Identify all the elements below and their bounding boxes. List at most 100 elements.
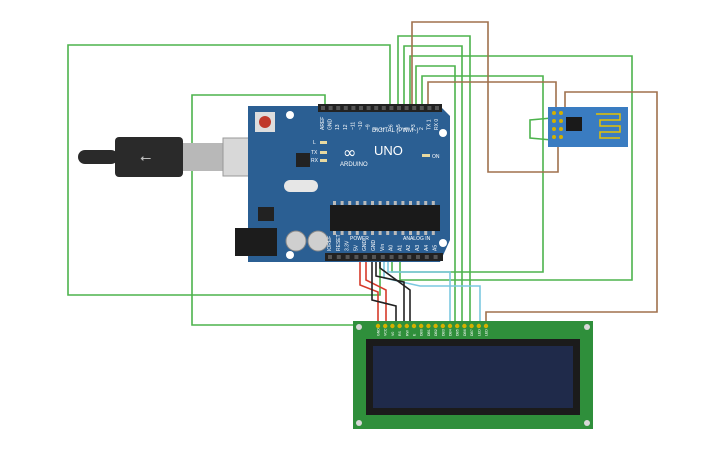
lcd-pin[interactable] [404, 323, 409, 329]
esp-pin[interactable] [552, 127, 556, 131]
usb-cable[interactable]: ⭠ [78, 137, 266, 177]
wire-black-3[interactable] [379, 262, 411, 325]
header-pin[interactable] [336, 255, 341, 259]
header-pin[interactable] [397, 106, 401, 110]
lcd-pin[interactable] [375, 323, 381, 329]
lcd-pin-label: DB4 [449, 329, 453, 336]
analog-label: ANALOG IN [403, 236, 431, 242]
chip-pin [348, 201, 352, 205]
header-pin[interactable] [354, 255, 359, 259]
wire-green-outer-left[interactable] [67, 44, 391, 296]
lcd-pin-label: DB7 [470, 329, 474, 336]
esp-pin[interactable] [559, 111, 563, 115]
lcd-pin[interactable] [447, 323, 453, 329]
header-pin[interactable] [374, 106, 379, 110]
pin-label: 12 [343, 124, 349, 130]
lcd-pin[interactable] [426, 323, 431, 329]
lcd-pin[interactable] [390, 323, 395, 329]
lcd-pin[interactable] [433, 323, 438, 329]
lcd-pin-label: VCC [384, 328, 388, 336]
header-pin[interactable] [328, 106, 333, 110]
lcd-pin[interactable] [462, 323, 467, 329]
wire-brown-3[interactable] [485, 91, 658, 325]
wire-green-esp-loop[interactable] [529, 117, 553, 141]
wire-cyan-2[interactable] [387, 262, 451, 325]
lcd-pin[interactable] [469, 323, 474, 329]
header-pin[interactable] [398, 255, 403, 259]
chip-pin [340, 231, 344, 235]
esp-pin[interactable] [552, 119, 556, 123]
chip-pin [378, 231, 382, 235]
pin-label: A3 [415, 245, 421, 251]
lcd-pin-label: GND [377, 328, 381, 336]
wire-red-2[interactable] [365, 262, 387, 325]
header-pin[interactable] [404, 106, 409, 110]
header-pin[interactable] [321, 106, 325, 110]
wire-black-2[interactable] [375, 262, 405, 325]
header-pin[interactable] [380, 255, 385, 259]
header-pin[interactable] [416, 255, 420, 259]
wire-green-top-3[interactable] [399, 55, 633, 281]
pin-label: ~3 [411, 124, 417, 130]
lcd-pin[interactable] [419, 323, 424, 329]
header-pin[interactable] [372, 255, 376, 259]
esp-pin[interactable] [559, 135, 563, 139]
header-pin[interactable] [435, 106, 439, 110]
wire-green-top-4[interactable] [415, 65, 456, 325]
header-pin[interactable] [433, 255, 438, 259]
led-label: L [313, 140, 316, 146]
header-pin[interactable] [363, 255, 368, 259]
header-pin[interactable] [419, 106, 424, 110]
header-pin[interactable] [345, 255, 350, 259]
header-pin[interactable] [389, 106, 394, 110]
header-pin[interactable] [424, 255, 429, 259]
header-pin[interactable] [407, 255, 412, 259]
wire-green-top-1[interactable] [397, 35, 471, 325]
pin-label: 5V [353, 244, 359, 251]
esp-pin[interactable] [552, 111, 556, 115]
lcd-pin[interactable] [455, 323, 460, 329]
esp-pin[interactable] [559, 119, 563, 123]
esp-chip [566, 117, 582, 131]
header-pin[interactable] [427, 106, 432, 110]
wire-cyan-1[interactable] [383, 262, 481, 325]
wire-green-left-loop[interactable] [191, 94, 380, 326]
wire-brown-1[interactable] [411, 21, 559, 173]
header-pin[interactable] [389, 255, 394, 259]
esp-pin[interactable] [552, 135, 556, 139]
lcd-pin[interactable] [476, 323, 481, 329]
usb-icon: ⭠ [140, 150, 151, 166]
wire-green-top-2[interactable] [403, 45, 463, 325]
chip-pin [348, 231, 352, 235]
header-pin[interactable] [412, 106, 417, 110]
lcd-pin[interactable] [397, 323, 402, 329]
header-pin[interactable] [336, 106, 341, 110]
header-pin[interactable] [381, 106, 386, 110]
lcd-pin[interactable] [440, 323, 445, 329]
led-l [320, 141, 327, 144]
lcd-pin[interactable] [383, 323, 388, 329]
header-pin[interactable] [328, 255, 332, 259]
esp-pin[interactable] [559, 127, 563, 131]
header-pin[interactable] [366, 106, 371, 110]
reset-button-cap[interactable] [259, 116, 271, 128]
on-label: ON [432, 154, 440, 160]
lcd-pin[interactable] [411, 323, 417, 329]
header-pin[interactable] [359, 106, 363, 110]
wire-red-1[interactable] [359, 262, 379, 325]
chip-pin [409, 201, 412, 205]
esp8266-module[interactable] [548, 107, 628, 147]
chip-pin [355, 231, 359, 235]
lcd-pin-label: RW [405, 330, 409, 336]
header-pin[interactable] [343, 106, 348, 110]
pin-label: 7 [381, 127, 387, 130]
mounting-hole [286, 111, 294, 119]
header-pin[interactable] [351, 106, 356, 110]
wire-green-top-5[interactable] [391, 75, 544, 273]
lcd-pin[interactable] [483, 323, 489, 329]
wire-black-1[interactable] [371, 262, 397, 325]
wire-brown-2[interactable] [427, 81, 557, 108]
chip-pin [333, 201, 336, 205]
